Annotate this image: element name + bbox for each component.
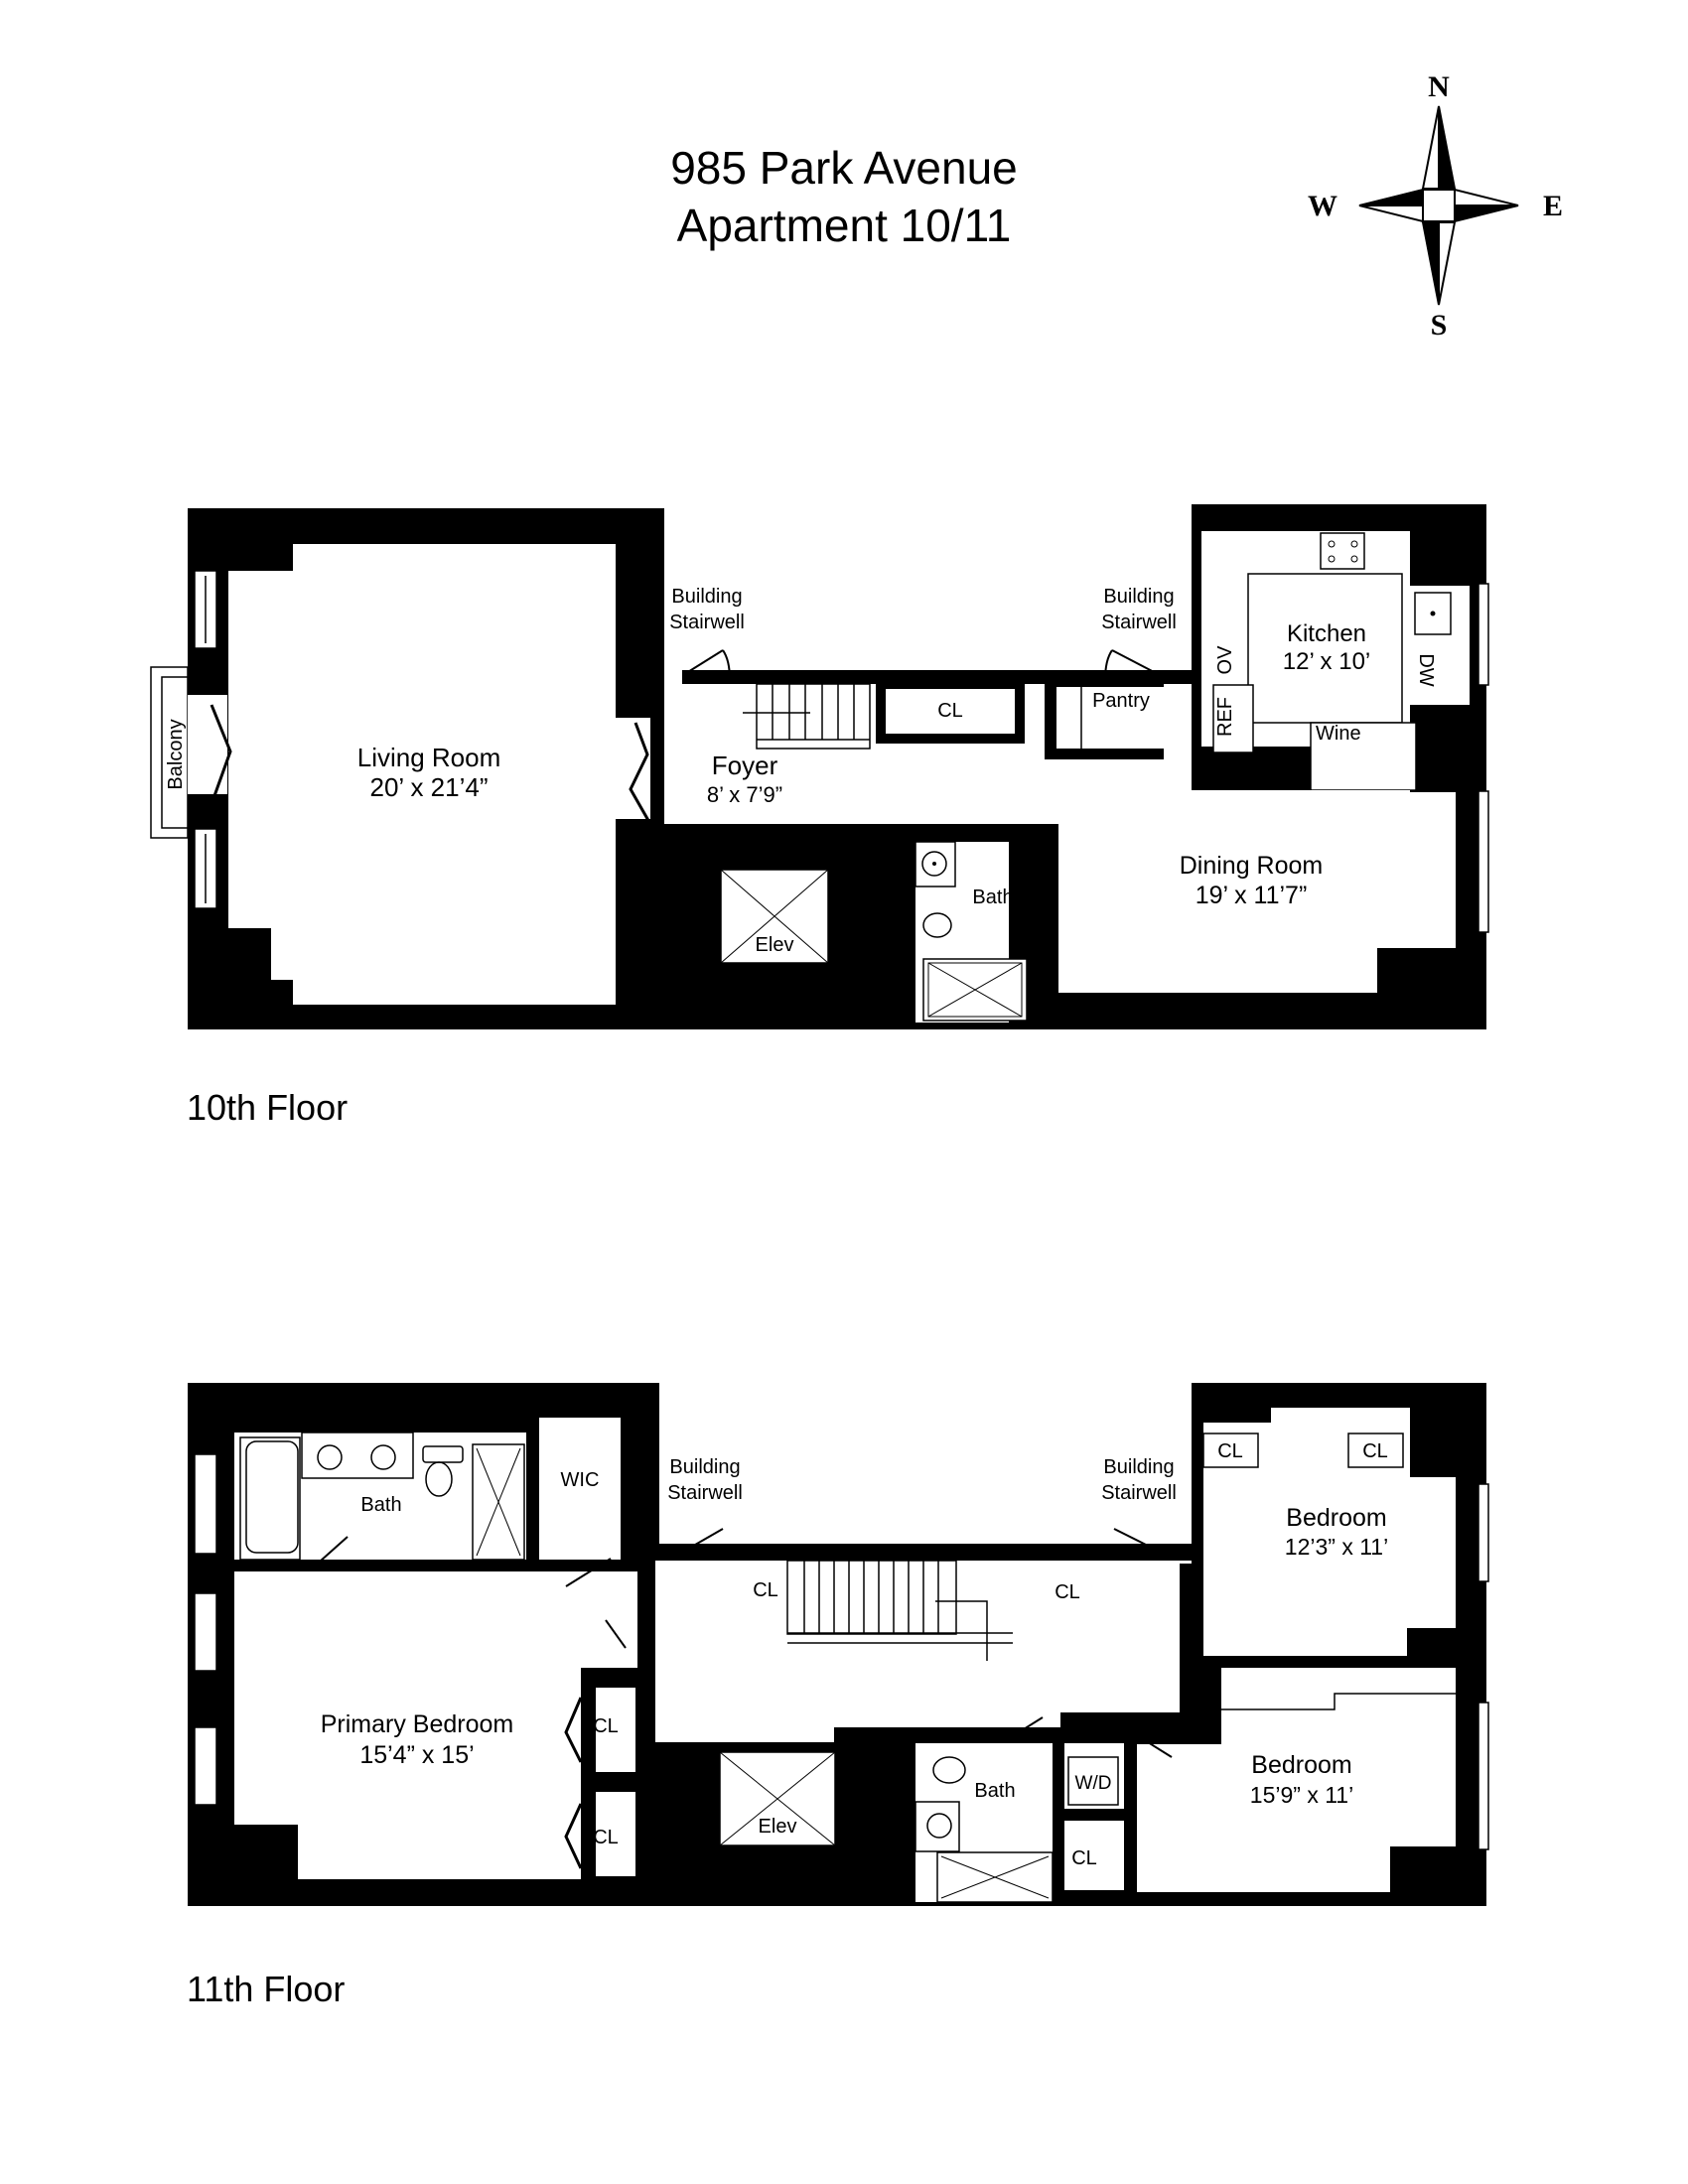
hall-closet-w-label: CL — [753, 1579, 778, 1601]
doors-11th — [319, 1528, 1197, 1758]
primary-bedroom-dims: 15’4” x 15’ — [359, 1741, 474, 1769]
bath-label: Bath — [972, 887, 1013, 908]
kitchen-dims: 12’ x 10’ — [1283, 648, 1371, 675]
primary-closet-2-label: CL — [593, 1827, 619, 1848]
stairwell-e-line2-11: Stairwell — [1101, 1482, 1177, 1504]
closet-label: CL — [937, 700, 963, 722]
dining-room-area — [1057, 764, 1456, 993]
refrigerator-label: REF — [1214, 697, 1236, 737]
bedroom-2-name: Bedroom — [1251, 1751, 1351, 1779]
bath-11th-label: Bath — [974, 1780, 1015, 1802]
kitchen-area — [1201, 531, 1489, 933]
primary-bedroom-name: Primary Bedroom — [321, 1710, 514, 1738]
elevator-11th — [719, 1751, 836, 1846]
stairwell-w-line2-11: Stairwell — [667, 1482, 743, 1504]
bath-10th — [908, 830, 1028, 1026]
balcony-label: Balcony — [165, 719, 187, 789]
unit-heading: Apartment 10/11 — [676, 200, 1012, 251]
bedroom-2-dims: 15’9” x 11’ — [1250, 1782, 1353, 1808]
closet-s-label: CL — [1071, 1847, 1097, 1869]
bedroom-1-dims: 12’3” x 11’ — [1285, 1534, 1388, 1560]
bath-11th — [914, 1743, 1054, 1903]
washer-dryer-label: W/D — [1075, 1773, 1112, 1794]
windows-west-10th — [194, 570, 217, 909]
dining-room-name: Dining Room — [1180, 852, 1324, 880]
stairwell-w-line1: Building — [671, 586, 742, 608]
bedroom-1-closet-2-label: CL — [1362, 1440, 1388, 1462]
primary-closet-1-label: CL — [593, 1715, 619, 1737]
address-heading: 985 Park Avenue — [670, 142, 1018, 194]
stairwell-w-line2: Stairwell — [669, 612, 745, 633]
plan-title: 985 Park Avenue Apartment 10/11 — [0, 139, 1688, 254]
floor-label-11th: 11th Floor — [187, 1969, 346, 2009]
stairwell-e-line2: Stairwell — [1101, 612, 1177, 633]
elevator-10th — [720, 869, 829, 964]
dining-room-dims: 19’ x 11’7” — [1196, 882, 1308, 909]
bedroom-1-name: Bedroom — [1286, 1504, 1386, 1532]
floor-label-10th: 10th Floor — [187, 1087, 349, 1128]
bedroom-1-closet-1-label: CL — [1217, 1440, 1243, 1462]
windows-west-11th — [194, 1453, 217, 1806]
wine-fridge-label: Wine — [1316, 723, 1361, 745]
hall-closet-e-label: CL — [1055, 1581, 1080, 1603]
stairwell-doors-10th — [682, 649, 1161, 681]
primary-bath-label: Bath — [360, 1494, 401, 1516]
stairwell-w-line1-11: Building — [669, 1456, 740, 1478]
living-room-name: Living Room — [357, 743, 501, 772]
wic-label: WIC — [561, 1469, 600, 1491]
stairwell-e-line1-11: Building — [1103, 1456, 1174, 1478]
pantry-label: Pantry — [1092, 690, 1150, 712]
elevator-label-11: Elev — [759, 1816, 797, 1838]
primary-bath — [234, 1418, 621, 1561]
stair-10th — [743, 683, 871, 750]
oven-label: OV — [1214, 645, 1236, 675]
living-room-dims: 20’ x 21’4” — [370, 772, 489, 802]
bedroom-2-area — [1137, 1668, 1489, 1892]
stairwell-e-line1: Building — [1103, 586, 1174, 608]
foyer-name: Foyer — [712, 751, 778, 780]
balcony: Balcony — [150, 666, 232, 839]
foyer-dims: 8’ x 7’9” — [707, 782, 782, 807]
primary-bedroom-area — [234, 1571, 637, 1879]
bedroom-1-area — [1202, 1408, 1489, 1656]
living-room-area — [228, 544, 650, 1005]
dishwasher-label: DW — [1415, 653, 1437, 686]
stair-11th — [786, 1560, 1013, 1661]
elevator-label: Elev — [756, 934, 794, 956]
kitchen-name: Kitchen — [1287, 620, 1366, 647]
